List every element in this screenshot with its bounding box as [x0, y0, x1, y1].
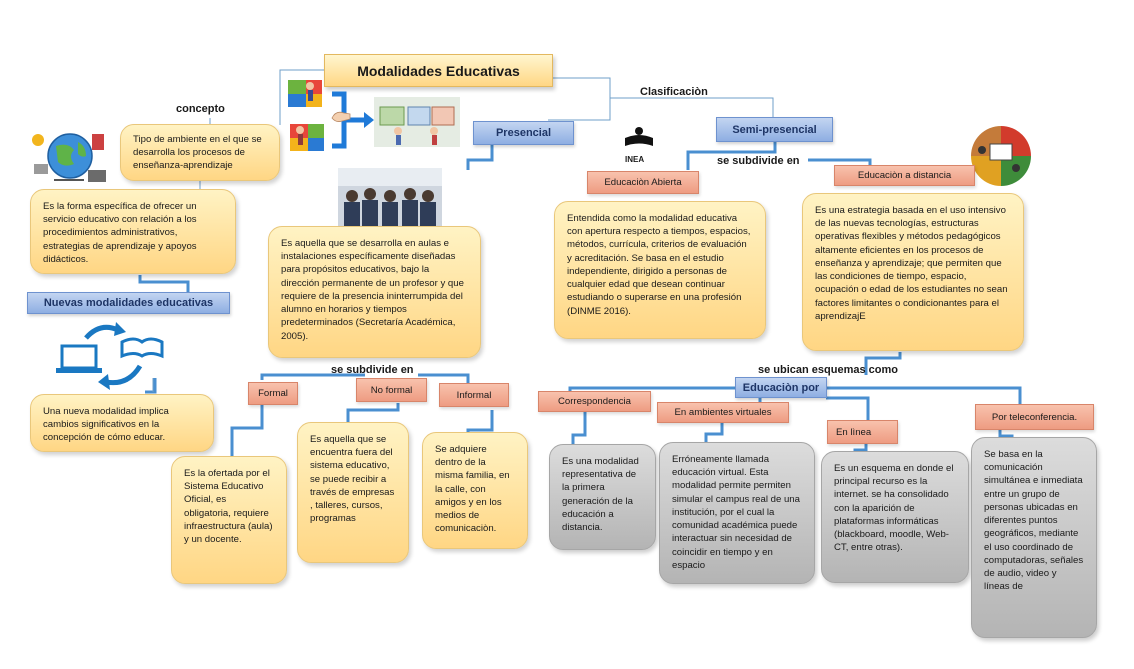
- connector-forma-nuevas: [138, 275, 190, 292]
- node-linea-desc: Es un esquema en donde el principal recu…: [821, 451, 969, 583]
- classroom-photo-icon: [338, 168, 442, 226]
- node-abierta-desc: Entendida como la modalidad educativa co…: [554, 201, 766, 339]
- header-nuevas-modalidades: Nuevas modalidades educativas: [27, 292, 230, 314]
- node-presencial-desc: Es aquella que se desarrolla en aulas e …: [268, 226, 481, 358]
- label-clasificacion: Clasificaciòn: [640, 86, 708, 98]
- connector-noformal-desc: [346, 403, 400, 424]
- header-presencial: Presencial: [473, 121, 574, 145]
- tag-no-formal: No formal: [356, 378, 427, 402]
- header-educacion-por: Educaciòn por: [735, 377, 827, 398]
- connector-clasif-presencial: [548, 98, 611, 121]
- distance-education-photo-icon: [971, 126, 1031, 186]
- connector-semi-sub: [686, 142, 777, 170]
- tag-informal: Informal: [439, 383, 509, 407]
- connector-edu-corr: [568, 386, 735, 392]
- node-informal-desc: Se adquiere dentro de la misma familia, …: [422, 432, 528, 549]
- hand-icon: [331, 111, 351, 122]
- connector-distancia-edu: [864, 352, 902, 375]
- node-formal-desc: Es la ofertada por el Sistema Educativo …: [171, 456, 287, 584]
- node-distancia-desc: Es una estrategia basada en el uso inten…: [802, 193, 1024, 351]
- connector-sub-noformal: [418, 373, 470, 383]
- globe-tools-icon: [32, 133, 106, 182]
- puzzle-people-icon-2: [290, 124, 324, 151]
- puzzle-team-icon: [374, 97, 460, 147]
- connector-formal-desc: [230, 405, 264, 456]
- tag-formal: Formal: [248, 382, 298, 405]
- connector-icon-nueva: [145, 378, 157, 394]
- tag-ambientes-virtuales: En ambientes virtuales: [657, 402, 789, 423]
- node-no-formal-desc: Es aquella que se encuentra fuera del si…: [297, 422, 409, 563]
- node-tipo-ambiente: Tipo de ambiente en el que se desarrolla…: [120, 124, 280, 181]
- connector-virt-desc: [704, 423, 724, 444]
- tag-teleconferencia: Por teleconferencia.: [975, 404, 1094, 430]
- connector-title-concepto: [279, 69, 325, 125]
- connector-presencial: [466, 145, 494, 170]
- puzzle-people-icon: [288, 80, 322, 107]
- connector-sub-formal: [260, 373, 365, 380]
- label-se-ubican: se ubican esquemas como: [758, 364, 898, 376]
- inea-logo-text: INEA: [625, 155, 645, 164]
- label-concepto: concepto: [176, 103, 225, 115]
- tag-en-linea: En lìnea: [827, 420, 898, 444]
- label-se-subdivide-semi: se subdivide en: [717, 155, 800, 167]
- tag-correspondencia: Correspondencia: [538, 391, 651, 412]
- connector-informal-desc: [466, 410, 494, 434]
- connector-edu-linea: [826, 396, 870, 420]
- node-correspondencia-desc: Es una modalidad representativa de la pr…: [549, 444, 656, 550]
- node-teleconferencia-desc: Se basa en la comunicación simultánea e …: [971, 437, 1097, 638]
- node-virtuales-desc: Erróneamente llamada educación virtual. …: [659, 442, 815, 584]
- label-se-subdivide-presencial: se subdivide en: [331, 364, 414, 376]
- node-nueva-modalidad: Una nueva modalidad implica cambios sign…: [30, 394, 214, 452]
- header-semi-presencial: Semi-presencial: [716, 117, 833, 142]
- inea-logo-icon: [625, 127, 653, 146]
- laptop-book-cycle-icon: [56, 322, 164, 390]
- tag-educacion-distancia: Educaciòn a distancia: [834, 165, 975, 186]
- connector-semi-sub-right: [808, 158, 872, 165]
- connector-corr-desc: [571, 412, 587, 445]
- connector-edu-right: [826, 386, 1022, 404]
- diagram-title: Modalidades Educativas: [324, 54, 553, 87]
- tag-educacion-abierta: Educaciòn Abierta: [587, 171, 699, 194]
- node-forma-especifica: Es la forma específica de ofrecer un ser…: [30, 189, 236, 274]
